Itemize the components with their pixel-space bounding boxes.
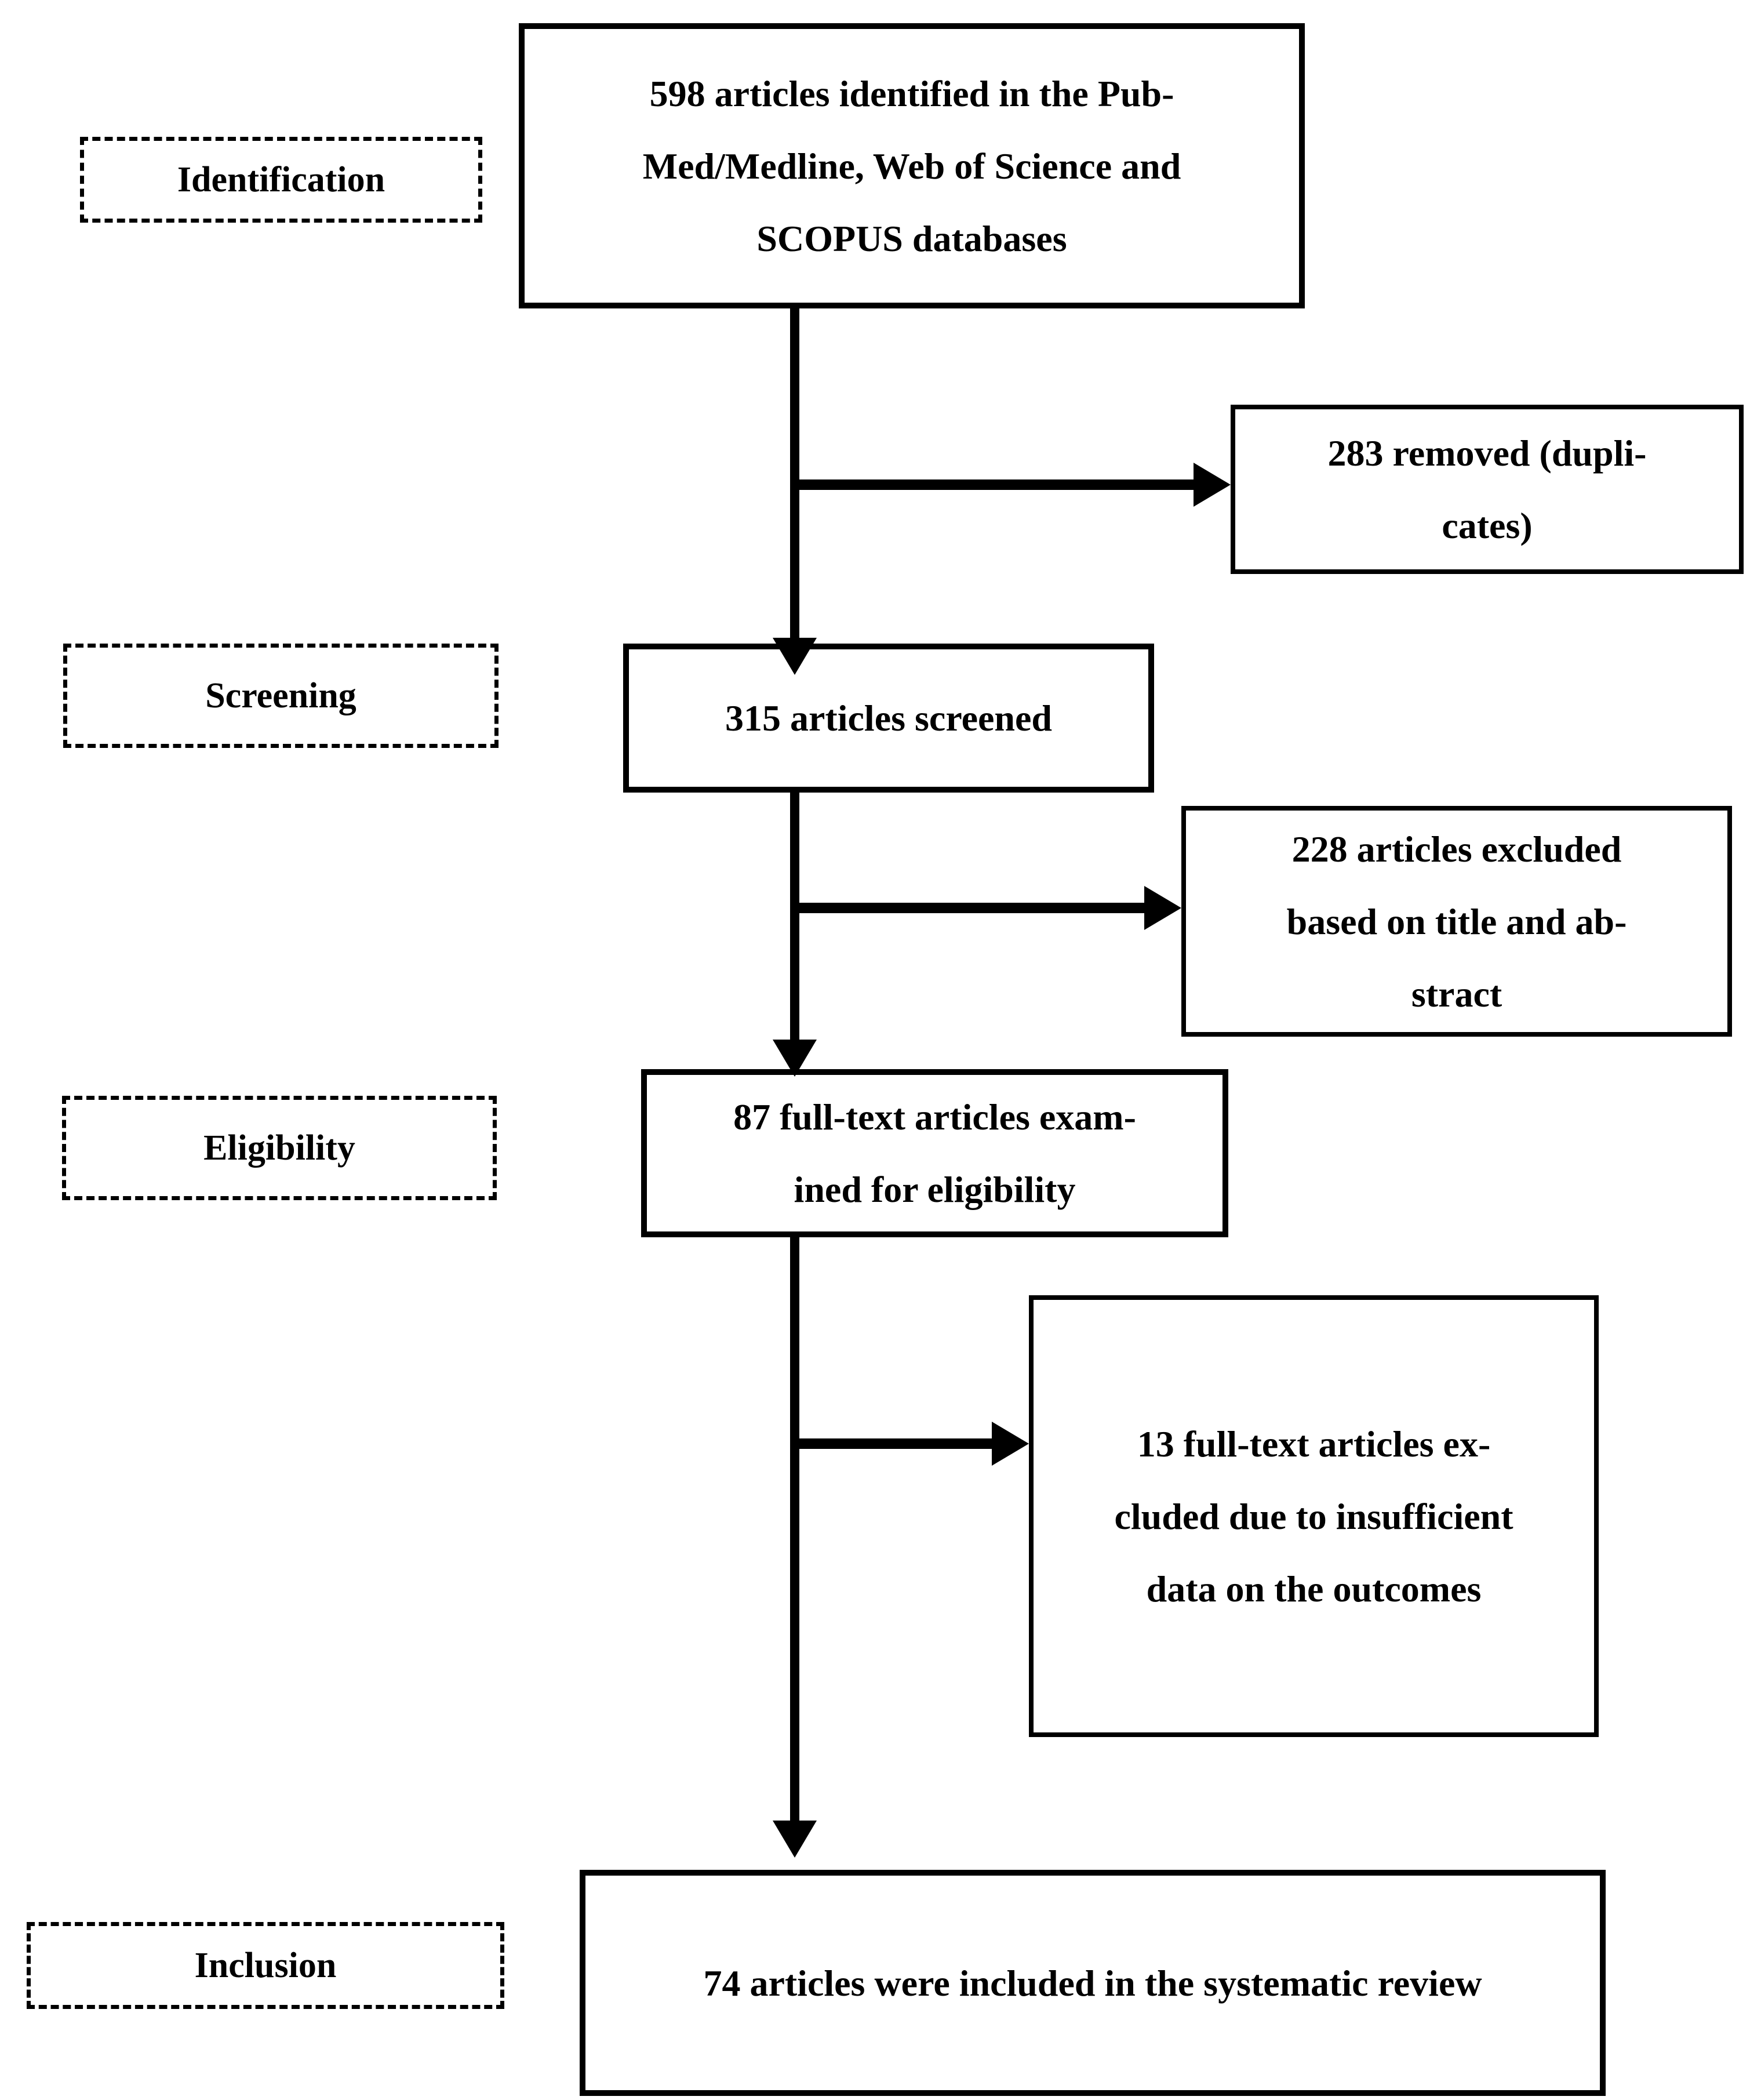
stage-label-screening: Screening bbox=[63, 644, 499, 748]
box-text-line: 598 articles identified in the Pub- bbox=[649, 72, 1174, 114]
box-included: 74 articles were included in the systema… bbox=[580, 1870, 1606, 2096]
arrowhead-down-icon bbox=[773, 1821, 817, 1858]
arrowhead-down-icon bbox=[773, 1040, 817, 1077]
arrow-line-to-duplicates-removed bbox=[795, 479, 1198, 490]
arrow-line-to-excluded-title-abstract bbox=[795, 903, 1148, 913]
box-text-line: 283 removed (dupli- bbox=[1327, 433, 1647, 474]
box-text-line: ined for eligibility bbox=[794, 1169, 1076, 1210]
stage-label-text: Identification bbox=[177, 160, 385, 199]
stage-label-text: Screening bbox=[205, 676, 356, 715]
box-identified: 598 articles identified in the Pub- Med/… bbox=[519, 23, 1305, 308]
box-excluded-title-abstract: 228 articles excluded based on title and… bbox=[1181, 806, 1732, 1037]
box-text-line: 315 articles screened bbox=[725, 697, 1052, 739]
arrow-line-identified-to-screened bbox=[790, 308, 799, 645]
stage-label-inclusion: Inclusion bbox=[27, 1922, 504, 2009]
box-text-line: stract bbox=[1411, 973, 1502, 1015]
arrowhead-right-icon bbox=[1194, 463, 1231, 507]
arrow-line-screened-to-fulltext bbox=[790, 791, 799, 1044]
box-fulltext-examined: 87 full-text articles exam- ined for eli… bbox=[641, 1069, 1228, 1237]
arrow-line-fulltext-to-included bbox=[790, 1237, 799, 1824]
box-text-line: Med/Medline, Web of Science and bbox=[642, 145, 1181, 187]
arrowhead-right-icon bbox=[1144, 886, 1181, 930]
stage-label-text: Eligibility bbox=[203, 1128, 355, 1168]
box-text-line: cates) bbox=[1442, 505, 1533, 546]
box-screened: 315 articles screened bbox=[623, 644, 1154, 793]
box-text-line: 87 full-text articles exam- bbox=[733, 1096, 1136, 1138]
box-text-line: data on the outcomes bbox=[1146, 1568, 1482, 1609]
box-text-line: cluded due to insufficient bbox=[1114, 1495, 1513, 1537]
box-text-line: 228 articles excluded bbox=[1291, 828, 1622, 870]
stage-label-eligibility: Eligibility bbox=[62, 1096, 497, 1200]
arrow-line-to-fulltext-excluded bbox=[795, 1438, 995, 1449]
stage-label-identification: Identification bbox=[80, 137, 482, 223]
box-text-line: 13 full-text articles ex- bbox=[1137, 1423, 1491, 1465]
box-duplicates-removed: 283 removed (dupli- cates) bbox=[1231, 405, 1744, 574]
box-fulltext-excluded: 13 full-text articles ex- cluded due to … bbox=[1029, 1295, 1599, 1737]
box-text-line: SCOPUS databases bbox=[756, 217, 1067, 259]
arrowhead-down-icon bbox=[773, 638, 817, 675]
stage-label-text: Inclusion bbox=[194, 1946, 337, 1985]
box-text-line: 74 articles were included in the systema… bbox=[703, 1962, 1482, 2004]
box-text-line: based on title and ab- bbox=[1286, 900, 1627, 942]
arrowhead-right-icon bbox=[992, 1422, 1029, 1466]
